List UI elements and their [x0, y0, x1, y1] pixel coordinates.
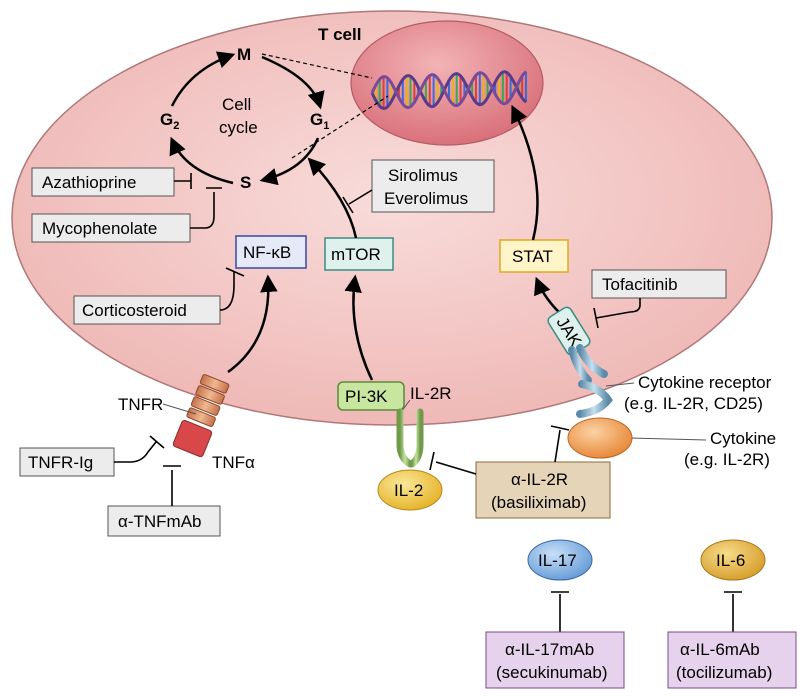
cytokine-receptor-icon [568, 344, 613, 418]
arrow-pi3k-mtor [344, 274, 374, 381]
tofacitinib-label: Tofacitinib [602, 275, 678, 294]
cytokine-label-1: Cytokine [710, 429, 776, 448]
sirolimus-inhibit [342, 189, 373, 214]
cytokine-pointer [631, 437, 707, 441]
cytokine-receptor-pointer [605, 382, 635, 387]
il2r-label: IL-2R [410, 384, 452, 403]
tnfr-pointer [162, 403, 197, 415]
phase-g1: G1 [310, 110, 329, 132]
il2-molecule [377, 469, 443, 511]
sirolimus-everolimus-box [371, 159, 495, 213]
cytokine-receptor-label-2: (e.g. IL-2R, CD25) [624, 394, 763, 413]
arrow-s-g2 [169, 136, 234, 185]
tnfr-ig-box [19, 447, 115, 477]
arrow-g2-m [170, 51, 236, 107]
phase-g2: G2 [160, 110, 179, 132]
dna-strand [370, 70, 528, 110]
dashed-g1-nucleus [291, 95, 389, 159]
phase-m: M [237, 45, 251, 64]
arrow-m-g1 [261, 55, 325, 110]
anti-il2r-box [475, 461, 611, 519]
il2-label: IL-2 [394, 481, 423, 500]
anti-il17-inhibit [551, 591, 569, 632]
arrow-mtor-g1 [307, 157, 358, 239]
il17-label: IL-17 [538, 551, 577, 570]
nfkb-label: NF-κB [243, 243, 291, 262]
phase-s: S [240, 173, 251, 192]
cell-cycle-title-2: cycle [219, 118, 258, 137]
pi3k-label: PI-3K [345, 387, 388, 406]
cytokine-molecule [567, 417, 633, 459]
cell-cycle-title-1: Cell [222, 95, 251, 114]
anti-il6-inhibit [724, 591, 742, 632]
tnfr-ig-label: TNFR-Ig [28, 453, 93, 472]
dashed-m-nucleus [261, 53, 373, 79]
tofacitinib-inhibit [593, 298, 641, 329]
arrow-tnfr-nfkb [227, 274, 278, 374]
stat-label: STAT [512, 247, 553, 266]
anti-il2r-label-1: α-IL-2R [511, 470, 568, 489]
pi3k-box [337, 381, 405, 411]
arrow-g1-s [259, 137, 320, 186]
cytokine-receptor-label-1: Cytokine receptor [638, 373, 772, 392]
mtor-box [324, 237, 394, 271]
azathioprine-label: Azathioprine [42, 173, 137, 192]
cytokine-label-2: (e.g. IL-2R) [684, 450, 770, 469]
stat-box [499, 239, 569, 273]
anti-il2r-label-2: (basiliximab) [491, 493, 586, 512]
il6-label: IL-6 [716, 551, 745, 570]
sirolimus-label: Sirolimus [388, 166, 458, 185]
azathioprine-inhibit [174, 173, 192, 189]
cell-cycle: M G1 G2 S Cell cycle [160, 45, 389, 192]
nfkb-box [235, 235, 307, 269]
tnfr-label: TNFR [118, 395, 163, 414]
anti-il6-box [667, 631, 797, 689]
mycophenolate-box [31, 213, 191, 243]
il17-molecule [527, 539, 593, 581]
il2-receptor-icon [396, 406, 424, 468]
corticosteroid-box [73, 295, 221, 325]
anti-il17-label-1: α-IL-17mAb [505, 640, 594, 659]
azathioprine-box [31, 167, 175, 197]
dna-strand [370, 70, 528, 111]
t-cell-label: T cell [318, 25, 361, 44]
anti-il6-label-1: α-IL-6mAb [680, 640, 760, 659]
anti-il17-box [485, 631, 625, 689]
anti-il17-label-2: (secukinumab) [496, 663, 608, 682]
tofacitinib-box [591, 269, 727, 299]
mycophenolate-inhibit [190, 187, 222, 229]
anti-tnf-label: α-TNFmAb [118, 512, 202, 531]
anti-tnf-box [107, 505, 221, 537]
anti-il2r-inhibit-left [429, 451, 477, 475]
everolimus-label: Everolimus [384, 189, 468, 208]
corticosteroid-label: Corticosteroid [82, 301, 187, 320]
corticosteroid-inhibit [219, 267, 245, 311]
arrow-stat-nucleus [511, 104, 539, 241]
mycophenolate-label: Mycophenolate [42, 219, 157, 238]
il6-molecule [700, 539, 766, 581]
anti-il2r-inhibit-up [550, 425, 570, 463]
dna-helix-icon [370, 70, 528, 111]
tnfa-label: TNFα [212, 453, 255, 472]
anti-tnf-inhibit [163, 465, 181, 506]
anti-il6-label-2: (tocilizumab) [676, 663, 772, 682]
mtor-label: mTOR [331, 245, 381, 264]
tnfr-ig-inhibit [114, 435, 165, 463]
